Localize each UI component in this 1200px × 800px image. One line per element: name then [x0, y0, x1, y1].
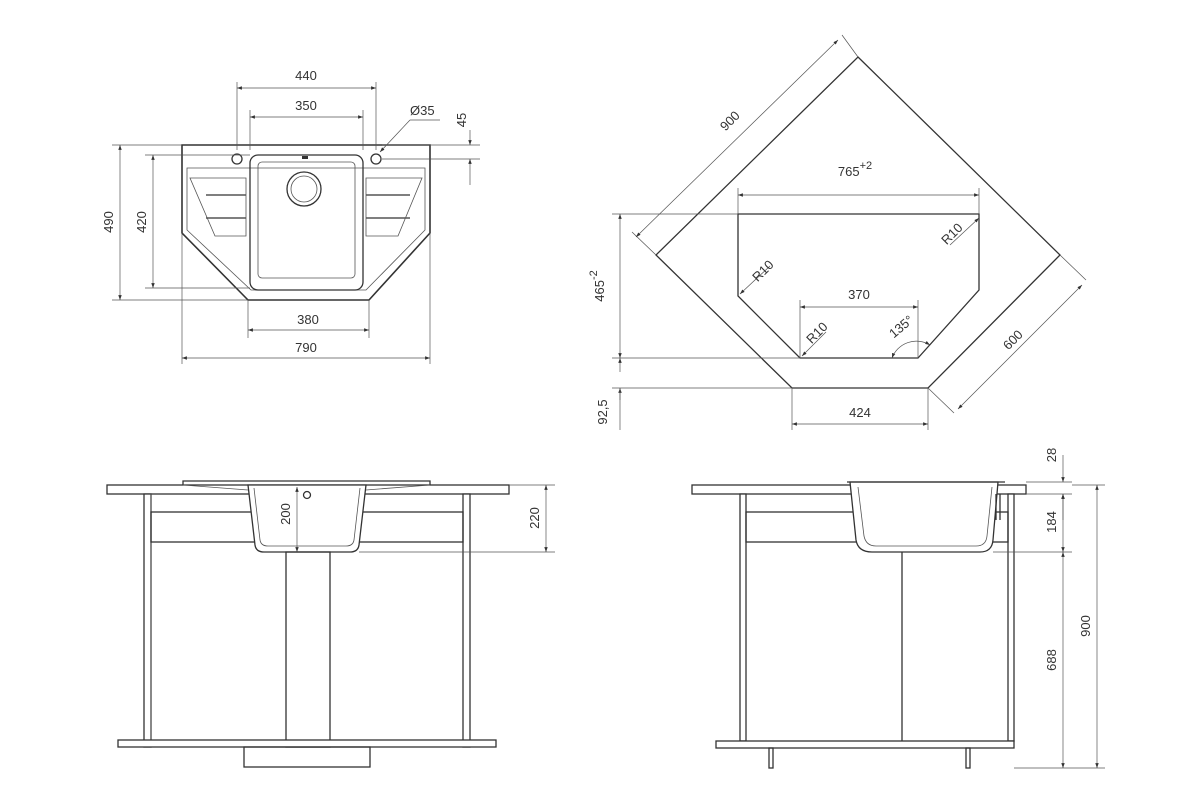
drainer-right: [365, 177, 423, 237]
top-view: 440 350 Ø35 45 490 420 380 790: [101, 68, 480, 364]
cabinet-wall-left: [143, 493, 152, 748]
front-view: 200 220: [106, 480, 555, 768]
overflow-hole-icon: [302, 490, 312, 500]
sink-rim: [182, 480, 431, 485]
dim-688-label: 688: [1044, 649, 1059, 671]
drainer-left: [189, 177, 247, 237]
sink-bowl-inner: [257, 161, 356, 279]
cutout-view: 900 765+2 R10 R10 R10 370 135° 465-2: [588, 34, 1087, 430]
dim-900-label: 900: [717, 108, 743, 134]
dim-28-label: 28: [1044, 448, 1059, 462]
dim-465-label: 465-2: [588, 270, 607, 301]
dim-600-label: 600: [1000, 327, 1026, 353]
cabinet-base: [117, 739, 497, 748]
dim-350-label: 350: [295, 98, 317, 113]
sink-bowl-section: [247, 484, 367, 553]
dim-hole-label: Ø35: [410, 103, 435, 118]
dim-420-label: 420: [134, 211, 149, 233]
dim-r10-c-label: R10: [803, 319, 830, 346]
side-view: 28 184 688 900: [691, 448, 1105, 769]
plinth: [243, 746, 371, 768]
center-post: [285, 551, 331, 748]
dim-92-5-label: 92,5: [595, 399, 610, 424]
dim-135-label: 135°: [886, 312, 916, 341]
sink-bowl: [249, 154, 364, 291]
dim-r10-b-label: R10: [749, 257, 776, 284]
dim-790-label: 790: [295, 340, 317, 355]
side-cabinet-base: [715, 740, 1015, 749]
dim-765-label: 765+2: [838, 160, 872, 179]
dim-380-label: 380: [297, 312, 319, 327]
dim-370-label: 370: [848, 287, 870, 302]
dim-side-900-label: 900: [1078, 615, 1093, 637]
tap-hole-right-icon: [370, 153, 382, 165]
dim-424-label: 424: [849, 405, 871, 420]
dim-45-label: 45: [454, 113, 469, 127]
sink-inner-rim: [186, 167, 426, 291]
tap-hole-left-icon: [231, 153, 243, 165]
dim-490-label: 490: [101, 211, 116, 233]
drain-icon: [286, 171, 322, 207]
drain-inner-icon: [290, 175, 318, 203]
side-sink-section: [849, 481, 999, 553]
dim-220-label: 220: [527, 507, 542, 529]
cabinet-wall-right: [462, 493, 471, 748]
dim-440-label: 440: [295, 68, 317, 83]
cabinet-diamond: [655, 56, 1061, 389]
overflow-slot: [302, 156, 308, 159]
dim-r10-a-label: R10: [938, 220, 965, 247]
side-cabinet-wall-right: [1007, 493, 1015, 742]
dim-200-label: 200: [278, 503, 293, 525]
side-cabinet-wall-left: [739, 493, 747, 742]
dim-184-label: 184: [1044, 511, 1059, 533]
